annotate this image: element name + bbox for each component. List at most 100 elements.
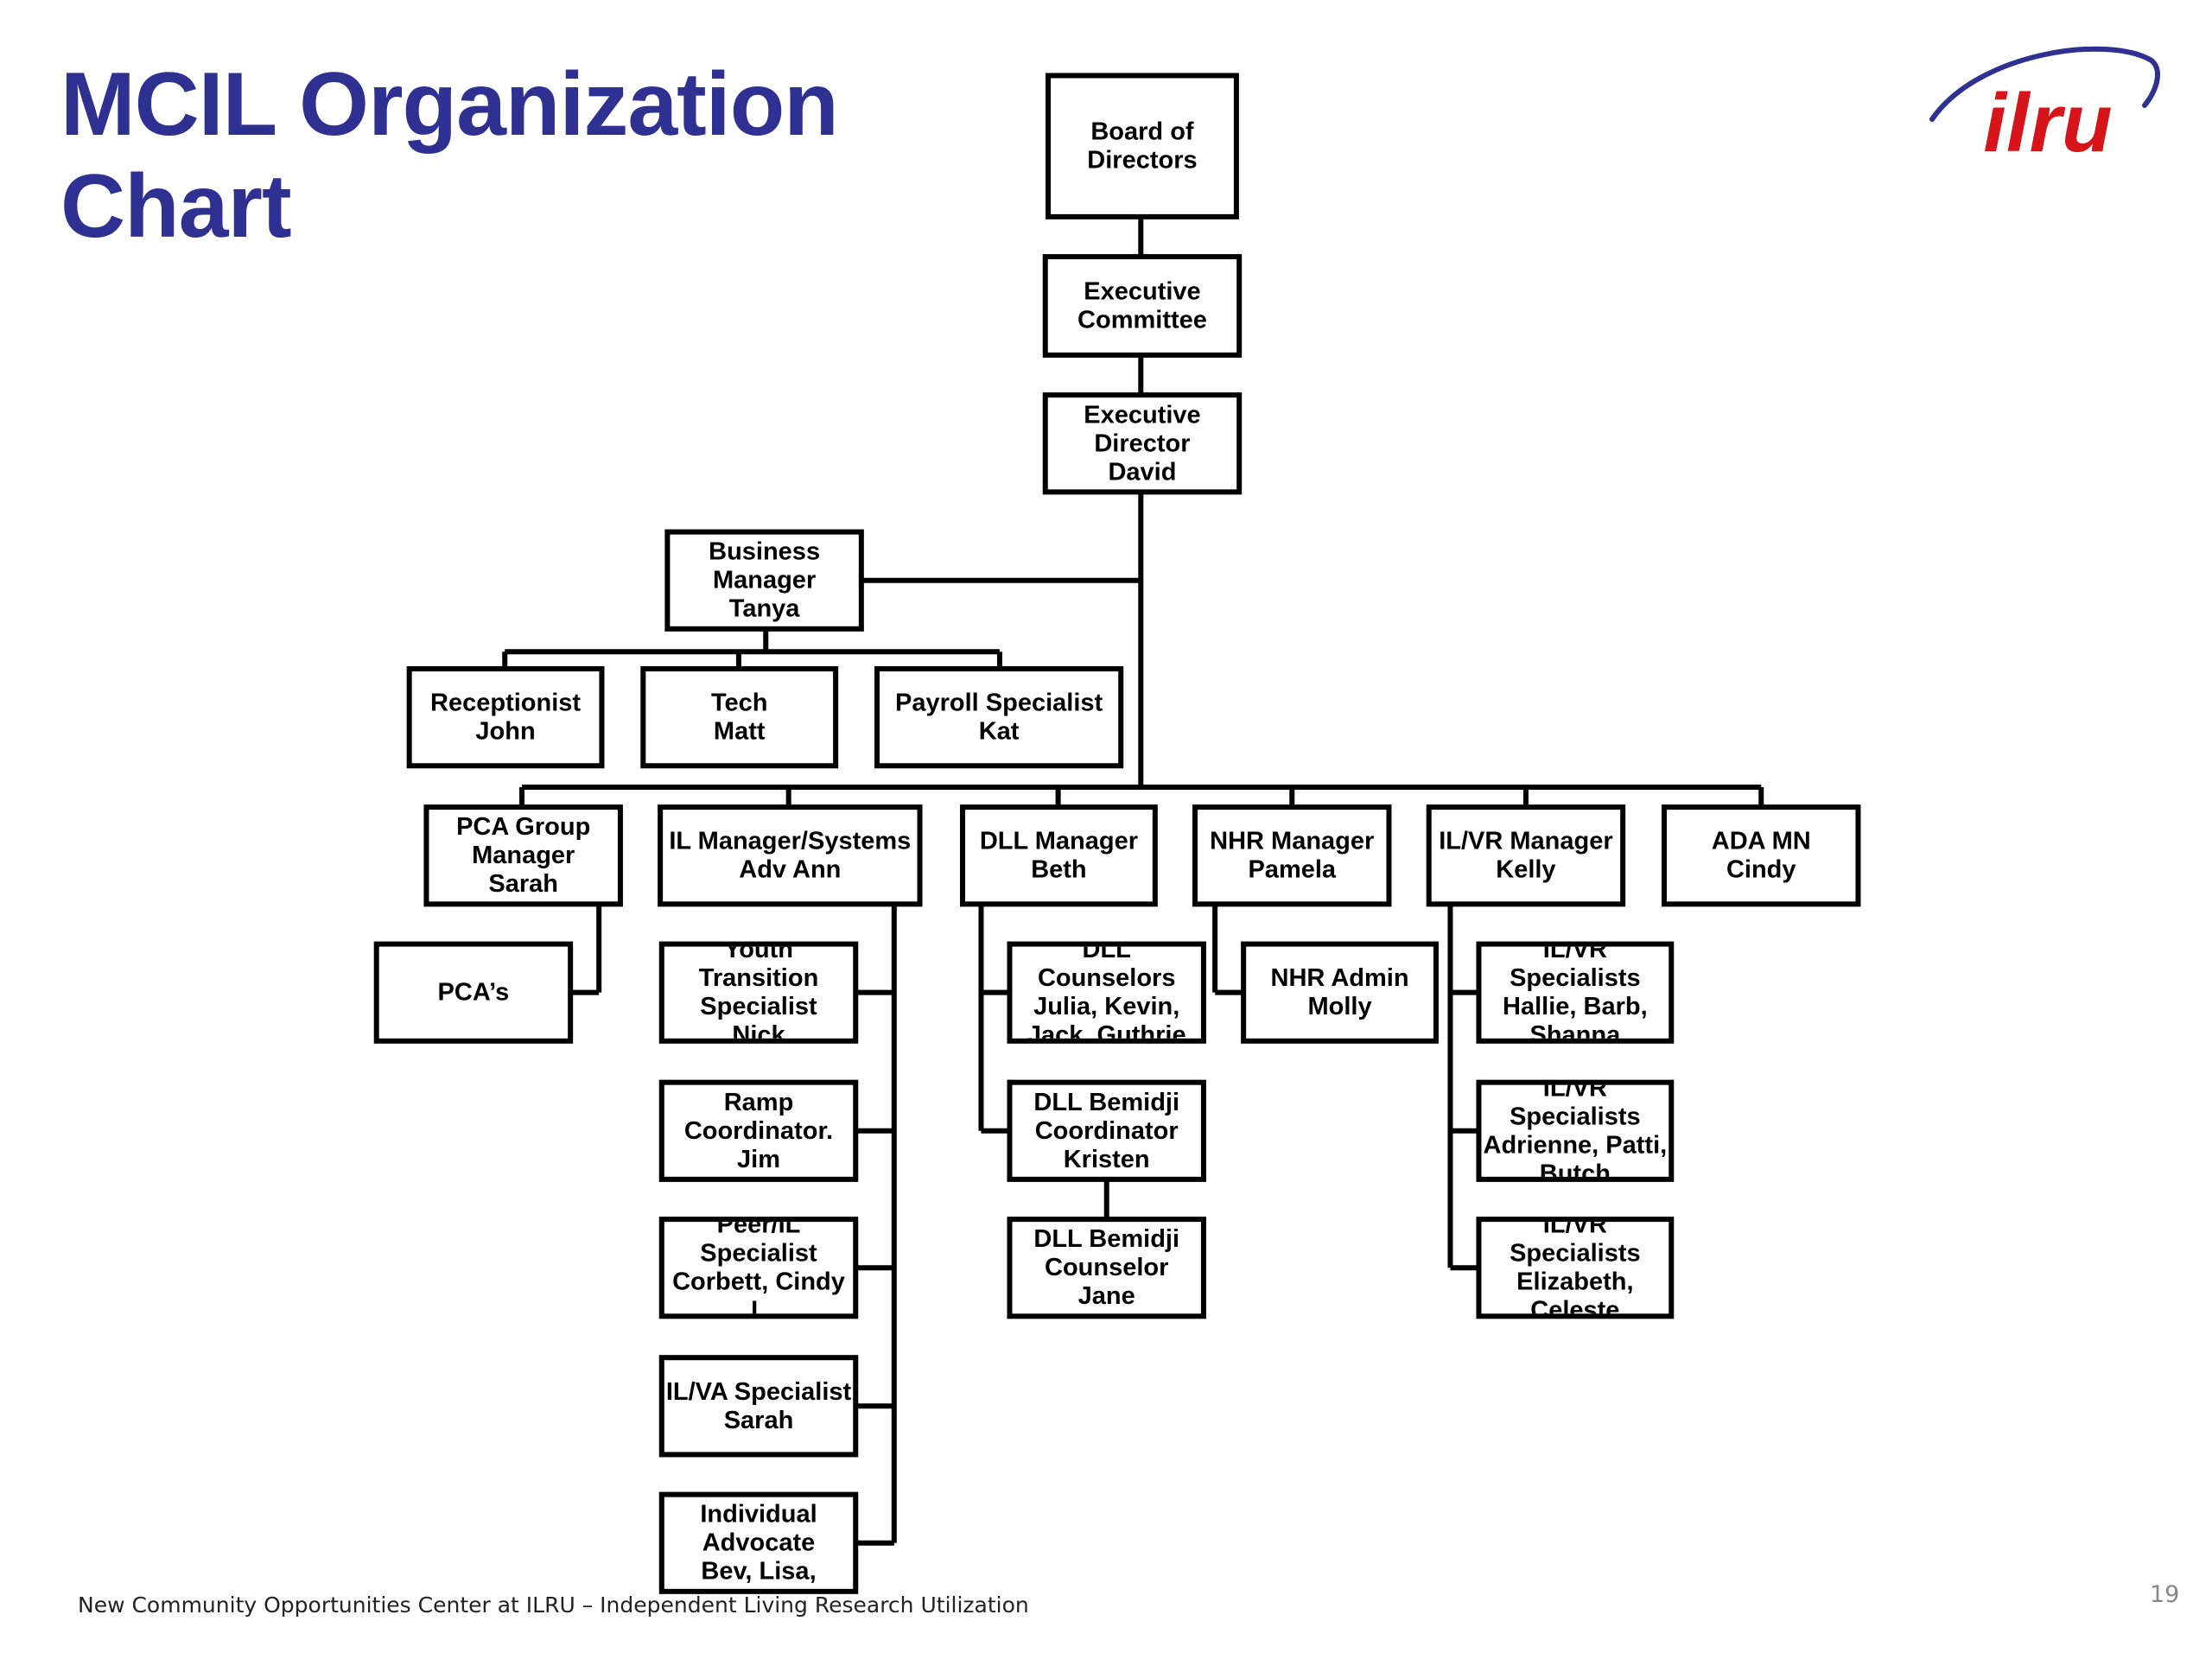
org-node-box bbox=[406, 666, 605, 769]
logo-swoosh bbox=[1929, 46, 2160, 122]
org-node-label: Matt bbox=[714, 718, 766, 746]
org-node-label: IL/VR bbox=[1543, 1211, 1607, 1239]
org-node-label: Tanya bbox=[729, 595, 801, 623]
org-node-label: Youth bbox=[724, 936, 793, 963]
org-node-label: PCA’s bbox=[438, 979, 510, 1007]
org-node-label: Julia, Kevin, bbox=[1033, 993, 1179, 1020]
org-node-label: Jack, Guthrie bbox=[1027, 1021, 1186, 1049]
org-node-label: Advocate bbox=[702, 1529, 816, 1557]
org-node-box bbox=[664, 529, 864, 632]
org-node-label: IL/VA Specialist bbox=[666, 1378, 852, 1406]
org-node-label: IL Manager/Systems bbox=[669, 828, 911, 855]
org-node-box bbox=[1662, 804, 1861, 907]
org-node-label: ADA MN bbox=[1712, 828, 1811, 855]
org-node-box bbox=[658, 1217, 859, 1319]
org-node-label: NHR Manager bbox=[1210, 828, 1374, 855]
org-node-box bbox=[1241, 941, 1439, 1044]
org-chart-connectors bbox=[502, 216, 1764, 1546]
org-node-box bbox=[658, 1355, 859, 1458]
org-node-label: Kristen bbox=[1064, 1146, 1150, 1173]
org-node-label: DLL Bemidji bbox=[1033, 1089, 1179, 1116]
org-node-label: Director bbox=[1094, 429, 1190, 457]
org-node-label: Adrienne, Patti, bbox=[1484, 1131, 1668, 1159]
org-node-box bbox=[874, 666, 1124, 769]
org-node-label: Molly bbox=[1307, 993, 1371, 1020]
org-node-label: Manager bbox=[472, 842, 575, 869]
org-node-label: DLL Bemidji bbox=[1033, 1225, 1179, 1253]
org-node-label: Specialist bbox=[700, 1240, 817, 1268]
org-node-label: Coordinator bbox=[1035, 1117, 1179, 1145]
org-node-label: Coordinator. bbox=[684, 1117, 833, 1145]
org-node-label: Payroll Specialist bbox=[895, 690, 1103, 717]
org-node-label: Adv Ann bbox=[739, 856, 841, 884]
org-node-box bbox=[1007, 1217, 1206, 1319]
org-node-label: IL/VR Manager bbox=[1439, 828, 1612, 855]
org-node-label: IL/VR bbox=[1543, 1074, 1607, 1102]
org-node-label: PCA Group bbox=[456, 813, 590, 841]
org-node-label: Specialists bbox=[1510, 1240, 1641, 1268]
org-node-box bbox=[658, 804, 923, 907]
org-node-box bbox=[960, 804, 1158, 907]
org-node-label: Jim bbox=[737, 1146, 780, 1173]
logo-text: ilru bbox=[1983, 77, 2112, 164]
org-node-box bbox=[373, 941, 574, 1044]
org-chart-nodes: Board ofDirectorsExecutiveCommitteeExecu… bbox=[373, 73, 1861, 1594]
org-node-box bbox=[423, 804, 623, 907]
org-node-label: Receptionist bbox=[430, 690, 581, 717]
org-node-label: John bbox=[475, 718, 535, 746]
page-number: 19 bbox=[2150, 1581, 2180, 1608]
org-node-label: Ramp bbox=[724, 1089, 794, 1116]
org-node-label: DLL bbox=[1083, 936, 1131, 963]
org-node-box bbox=[1046, 73, 1239, 219]
org-node-label: Board of bbox=[1090, 118, 1194, 146]
org-node-box bbox=[1476, 1079, 1675, 1182]
org-node-label: Counselors bbox=[1038, 964, 1176, 992]
org-node-label: Specialist bbox=[700, 993, 817, 1020]
org-node-box bbox=[658, 1491, 859, 1594]
org-node-label: Kat bbox=[979, 718, 1020, 746]
org-node-box bbox=[658, 941, 859, 1044]
org-node-box bbox=[1007, 941, 1206, 1044]
org-node-label: Pamela bbox=[1248, 856, 1336, 884]
org-node-label: Bev, Lisa, bbox=[701, 1558, 816, 1586]
org-node-label: Specialists bbox=[1510, 964, 1641, 992]
org-node-label: Kelly bbox=[1496, 856, 1555, 884]
org-node-label: Shanna bbox=[1529, 1021, 1621, 1049]
org-node-label: Manager bbox=[713, 567, 816, 594]
org-node-label: Counselor bbox=[1045, 1254, 1168, 1281]
org-node-box bbox=[640, 666, 839, 769]
org-node-label: Specialists bbox=[1510, 1103, 1641, 1130]
org-node-label: IL/VR bbox=[1543, 936, 1607, 963]
org-node-label: Tech bbox=[711, 690, 768, 717]
org-node-label: Jane bbox=[1078, 1282, 1135, 1310]
org-node-label: DLL Manager bbox=[980, 828, 1138, 855]
org-node-label: L bbox=[751, 1297, 766, 1325]
org-node-label: Elizabeth, bbox=[1516, 1268, 1633, 1296]
org-node-label: Sarah bbox=[488, 870, 558, 898]
org-node-label: Corbett, Cindy bbox=[672, 1268, 845, 1296]
org-node-label: Directors bbox=[1087, 147, 1197, 175]
page-title: MCIL Organization Chart bbox=[60, 54, 839, 257]
org-node-box bbox=[1042, 392, 1243, 495]
